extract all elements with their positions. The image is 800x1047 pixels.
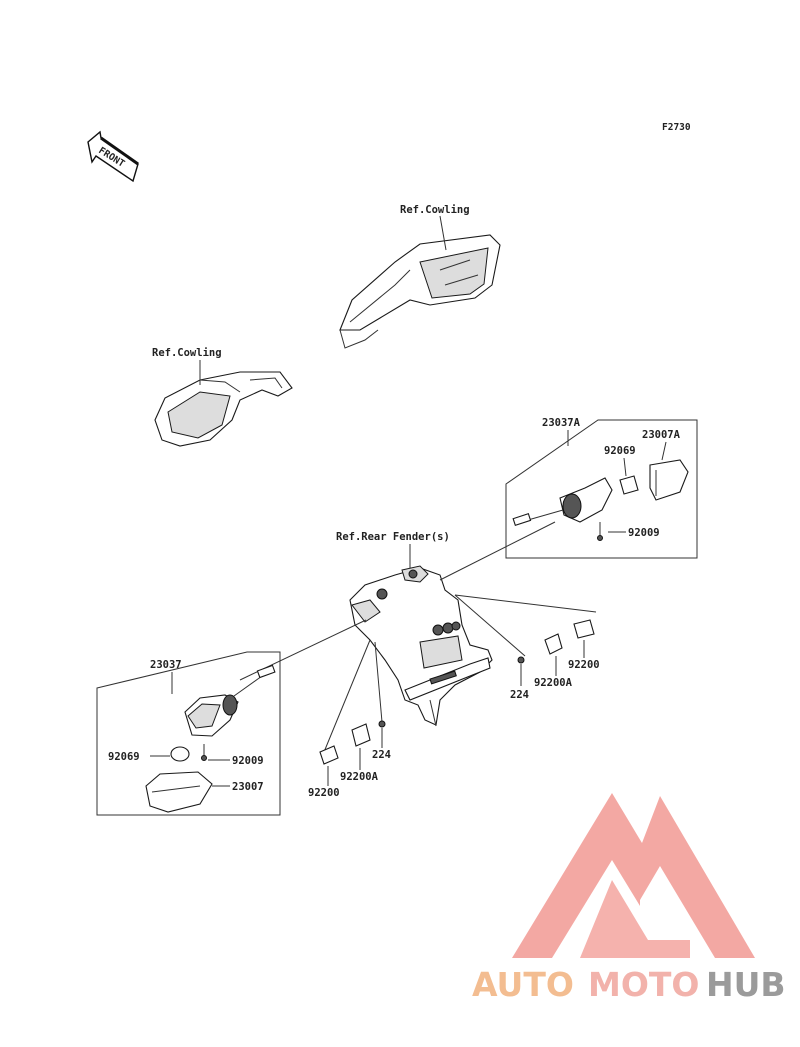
wire-guide-line [439, 521, 556, 581]
automotohub-logo: AUTO MOTO HUB [472, 793, 786, 1004]
part-92069-left-label: 92069 [108, 751, 140, 763]
watermark-auto: AUTO [472, 965, 574, 1004]
part-92069-right-label: 92069 [604, 445, 636, 457]
left-turn-signal-group: 23037 92069 92009 23007 [96, 651, 281, 816]
part-92200A-left-label: 92200A [340, 771, 379, 783]
watermark-hub: HUB [706, 965, 786, 1004]
upper-mirror-drawing [339, 234, 501, 349]
part-92200A-right-label: 92200A [534, 677, 573, 689]
part-23037-label: 23037 [150, 659, 182, 671]
part-92200-right-label: 92200 [568, 659, 600, 671]
part-224-right-label: 224 [510, 689, 529, 701]
rear-fender-drawing [349, 565, 493, 727]
part-92009-left-label: 92009 [232, 755, 264, 767]
part-23007A-label: 23007A [642, 429, 681, 441]
part-23007-label: 23007 [232, 781, 264, 793]
part-92009-right-label: 92009 [628, 527, 660, 539]
part-224-left-label: 224 [372, 749, 391, 761]
ref-cowling-upper-label: Ref.Cowling [400, 204, 470, 216]
part-23037A-label: 23037A [542, 417, 581, 429]
mount-guide-line [454, 594, 597, 613]
part-92200-left-label: 92200 [308, 787, 340, 799]
figure-code: F2730 [662, 122, 691, 133]
leader-line [439, 215, 447, 251]
mount-guide-line [454, 594, 526, 657]
ref-cowling-lower-label: Ref.Cowling [152, 347, 222, 359]
left-mount-parts [319, 720, 386, 786]
lower-mirror-drawing [154, 371, 293, 447]
right-turn-signal-group: 23037A 92069 23007A 92009 [505, 417, 698, 559]
mount-guide-line [374, 641, 383, 723]
ref-rear-fender-label: Ref.Rear Fender(s) [336, 531, 450, 543]
front-direction-arrow-icon: FRONT [87, 130, 139, 183]
watermark-moto: MOTO [588, 965, 699, 1004]
mount-guide-line [323, 639, 371, 753]
right-mount-parts [517, 619, 595, 686]
